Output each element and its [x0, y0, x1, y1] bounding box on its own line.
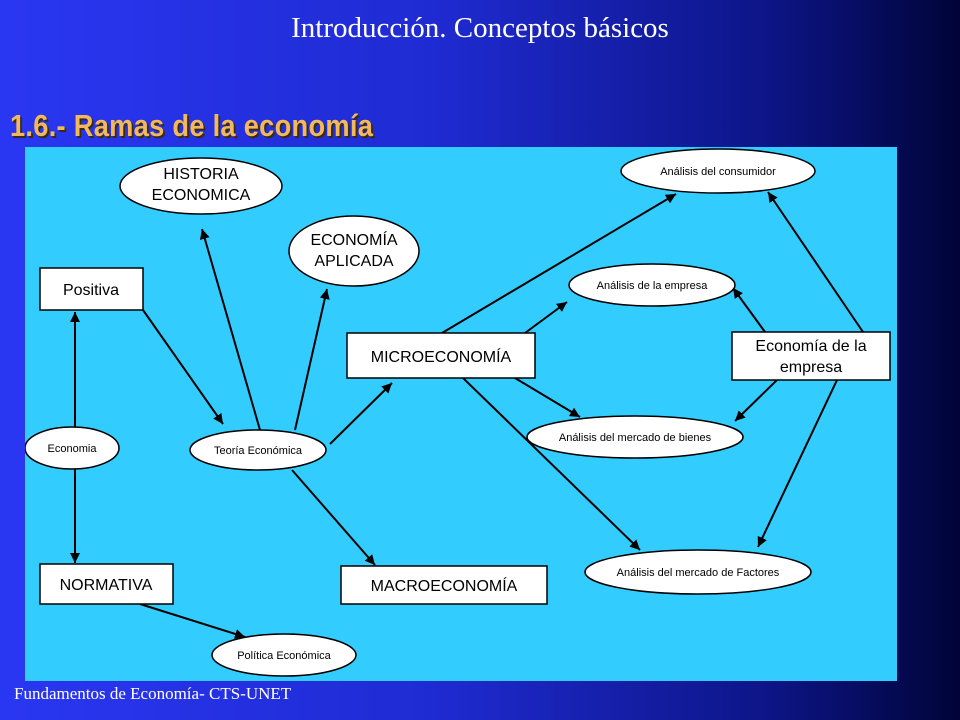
- node-positiva: Positiva: [39, 267, 144, 311]
- arrow-teoria-to-historia: [199, 228, 261, 431]
- consumidor-label: Análisis del consumidor: [660, 166, 776, 178]
- connectors: [70, 191, 864, 639]
- bienes-label: Análisis del mercado de bienes: [559, 432, 712, 444]
- arrow-empresa-to-analisis-empresa: [732, 287, 766, 333]
- aplicada-line2: APLICADA: [314, 253, 393, 270]
- node-historia-economica: HISTORIA ECONOMICA: [119, 157, 283, 215]
- arrow-positiva-to-teoria: [142, 309, 224, 425]
- arrow-teoria-to-macro: [291, 469, 376, 566]
- node-macroeconomia: MACROECONOMÍA: [340, 565, 548, 605]
- section-title: 1.6.- Ramas de la economía: [10, 108, 374, 143]
- diagram-panel: HISTORIA ECONOMICA ECONOMÍA APLICADA Pos…: [25, 147, 897, 681]
- factores-label: Análisis del mercado de Factores: [617, 567, 780, 579]
- node-economia: Economia: [25, 426, 120, 470]
- normativa-label: NORMATIVA: [60, 577, 153, 594]
- micro-label: MICROECONOMÍA: [371, 347, 512, 366]
- node-politica-economica: Política Económica: [211, 633, 357, 677]
- arrow-micro-to-empresa: [524, 301, 568, 334]
- arrow-micro-to-bienes: [514, 377, 581, 418]
- arrow-empresa-to-bienes: [734, 379, 778, 422]
- concept-diagram: HISTORIA ECONOMICA ECONOMÍA APLICADA Pos…: [25, 148, 891, 677]
- macro-label: MACROECONOMÍA: [371, 576, 518, 595]
- node-normativa: NORMATIVA: [39, 563, 174, 605]
- economia-empresa-line2: empresa: [780, 359, 842, 376]
- arrow-teoria-to-micro: [329, 382, 393, 445]
- teoria-label: Teoría Económica: [214, 445, 303, 457]
- node-economia-empresa: Economía de la empresa: [731, 331, 891, 381]
- arrow-micro-to-consumidor: [441, 193, 677, 334]
- node-analisis-empresa: Análisis de la empresa: [568, 263, 736, 307]
- positiva-label: Positiva: [63, 282, 119, 299]
- slide-title: Introducción. Conceptos básicos: [291, 12, 669, 44]
- arrow-empresa-to-consumidor: [767, 191, 864, 333]
- economia-empresa-line1: Economía de la: [755, 338, 866, 355]
- node-economia-aplicada: ECONOMÍA APLICADA: [288, 215, 420, 287]
- politica-label: Política Económica: [237, 650, 331, 662]
- node-analisis-mercado-factores: Análisis del mercado de Factores: [584, 549, 812, 595]
- arrow-empresa-to-factores: [757, 379, 838, 548]
- arrow-teoria-to-aplicada: [294, 288, 330, 431]
- arrow-normativa-to-politica: [139, 603, 246, 639]
- node-teoria-economica: Teoría Económica: [189, 429, 327, 471]
- aplicada-line1: ECONOMÍA: [310, 230, 397, 249]
- empresa-analisis-label: Análisis de la empresa: [597, 280, 709, 292]
- footer-text: Fundamentos de Economía- CTS-UNET: [14, 684, 292, 703]
- node-analisis-consumidor: Análisis del consumidor: [620, 148, 816, 194]
- economia-label: Economia: [48, 443, 98, 455]
- historia-line2: ECONOMICA: [152, 187, 251, 204]
- node-microeconomia: MICROECONOMÍA: [346, 332, 536, 379]
- node-analisis-mercado-bienes: Análisis del mercado de bienes: [526, 415, 744, 459]
- historia-line1: HISTORIA: [163, 166, 239, 183]
- arrow-micro-to-factores: [462, 377, 641, 551]
